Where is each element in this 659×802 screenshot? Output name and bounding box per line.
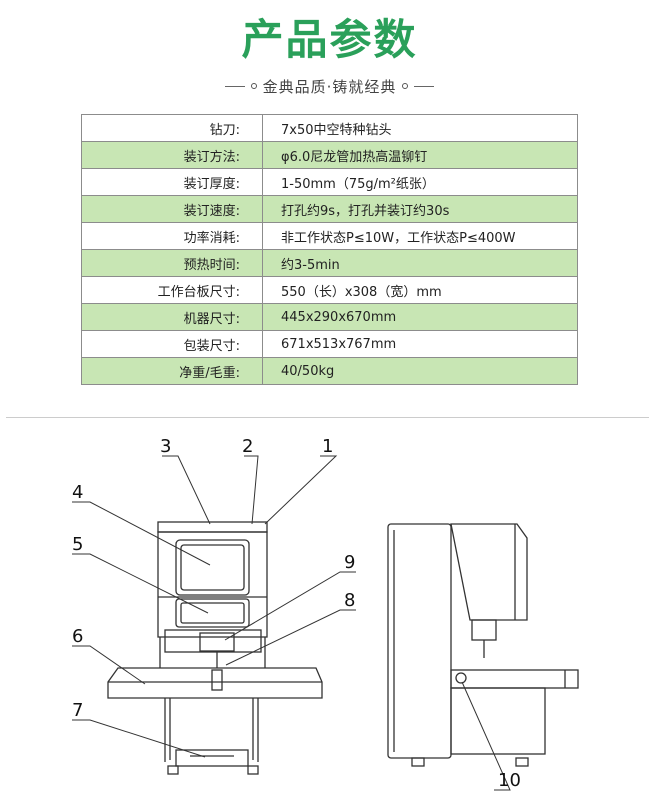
spec-value: 671x513x767mm <box>262 330 578 358</box>
page-title: 产品参数 <box>241 15 418 64</box>
leader-2 <box>244 455 259 525</box>
spec-value: 1-50mm（75g/m²纸张） <box>262 168 578 196</box>
spec-row: 净重/毛重: 40/50kg <box>81 357 578 385</box>
spec-value: 550（长）x308（宽）mm <box>262 276 578 304</box>
section-divider <box>6 417 649 418</box>
callout-6: 6 <box>72 626 83 647</box>
spec-label: 工作台板尺寸: <box>81 276 263 304</box>
leader-1 <box>264 455 338 525</box>
upper-window-inner <box>180 544 245 591</box>
callout-9: 9 <box>344 552 355 573</box>
spec-value: 40/50kg <box>262 357 578 385</box>
worktable <box>107 667 323 699</box>
front-foot-right <box>247 765 259 775</box>
callout-1: 1 <box>322 436 333 457</box>
drill-housing <box>164 629 262 653</box>
spec-label: 机器尺寸: <box>81 303 263 331</box>
spec-row: 钻刀: 7x50中空特种钻头 <box>81 114 578 142</box>
leader-8 <box>225 609 356 666</box>
leader-3 <box>162 455 211 525</box>
leader-7 <box>72 719 206 758</box>
leader-5 <box>72 553 209 614</box>
upper-window <box>175 539 250 596</box>
spec-label: 功率消耗: <box>81 222 263 250</box>
spec-label: 装订方法: <box>81 141 263 169</box>
spec-value: 约3-5min <box>262 249 578 277</box>
leader-6 <box>72 645 146 685</box>
spec-value: 445x290x670mm <box>262 303 578 331</box>
spec-value: φ6.0尼龙管加热高温铆钉 <box>262 141 578 169</box>
spec-value: 打孔约9s，打孔并装订约30s <box>262 195 578 223</box>
spec-table: 钻刀: 7x50中空特种钻头 装订方法: φ6.0尼龙管加热高温铆钉 装订厚度:… <box>81 114 578 385</box>
side-view <box>387 523 579 767</box>
callout-5: 5 <box>72 534 83 555</box>
subtitle: 金典品质·铸就经典 <box>262 77 397 96</box>
spec-value: 7x50中空特种钻头 <box>262 114 578 142</box>
leader-4 <box>72 501 211 566</box>
spec-row: 功率消耗: 非工作状态P≤10W，工作状态P≤400W <box>81 222 578 250</box>
front-body <box>157 531 268 638</box>
side-worktable <box>450 669 579 689</box>
power-switch <box>455 672 467 684</box>
spec-label: 装订厚度: <box>81 168 263 196</box>
subtitle-dot-right <box>402 83 409 89</box>
side-cabinet <box>450 687 546 755</box>
spec-row: 装订厚度: 1-50mm（75g/m²纸张） <box>81 168 578 196</box>
callout-8: 8 <box>344 590 355 611</box>
spec-row: 机器尺寸: 445x290x670mm <box>81 303 578 331</box>
spec-label: 装订速度: <box>81 195 263 223</box>
lower-window-inner <box>180 602 245 624</box>
spec-label: 钻刀: <box>81 114 263 142</box>
spec-value: 非工作状态P≤10W，工作状态P≤400W <box>262 222 578 250</box>
callout-2: 2 <box>242 436 253 457</box>
machine-diagram: 1 2 3 4 5 6 7 8 9 10 <box>72 436 579 791</box>
side-head <box>450 523 528 621</box>
callout-7: 7 <box>72 700 83 721</box>
leader-10 <box>461 681 511 791</box>
callout-3: 3 <box>160 436 171 457</box>
spec-row: 工作台板尺寸: 550（长）x308（宽）mm <box>81 276 578 304</box>
front-top-cap <box>157 521 268 533</box>
worktable-slot <box>211 669 223 691</box>
spec-label: 预热时间: <box>81 249 263 277</box>
lower-window <box>175 598 250 628</box>
waste-drawer <box>175 749 249 767</box>
spec-row: 装订方法: φ6.0尼龙管加热高温铆钉 <box>81 141 578 169</box>
subtitle-line-left <box>224 85 245 87</box>
front-view <box>107 521 323 775</box>
callout-4: 4 <box>72 482 83 503</box>
side-foot-right <box>515 757 529 767</box>
spec-row: 预热时间: 约3-5min <box>81 249 578 277</box>
subtitle-line-right <box>414 85 435 87</box>
spec-row: 包装尺寸: 671x513x767mm <box>81 330 578 358</box>
side-drill-block <box>471 619 497 641</box>
subtitle-dot-left <box>250 83 257 89</box>
side-foot-left <box>411 757 425 767</box>
side-body <box>387 523 452 759</box>
spec-label: 包装尺寸: <box>81 330 263 358</box>
callout-10: 10 <box>498 770 521 791</box>
spec-row: 装订速度: 打孔约9s，打孔并装订约30s <box>81 195 578 223</box>
leader-lines <box>72 455 511 791</box>
front-foot-left <box>167 765 179 775</box>
drill-head <box>199 632 235 652</box>
subtitle-row: 金典品质·铸就经典 <box>0 74 659 98</box>
leader-9 <box>224 571 356 641</box>
spec-label: 净重/毛重: <box>81 357 263 385</box>
